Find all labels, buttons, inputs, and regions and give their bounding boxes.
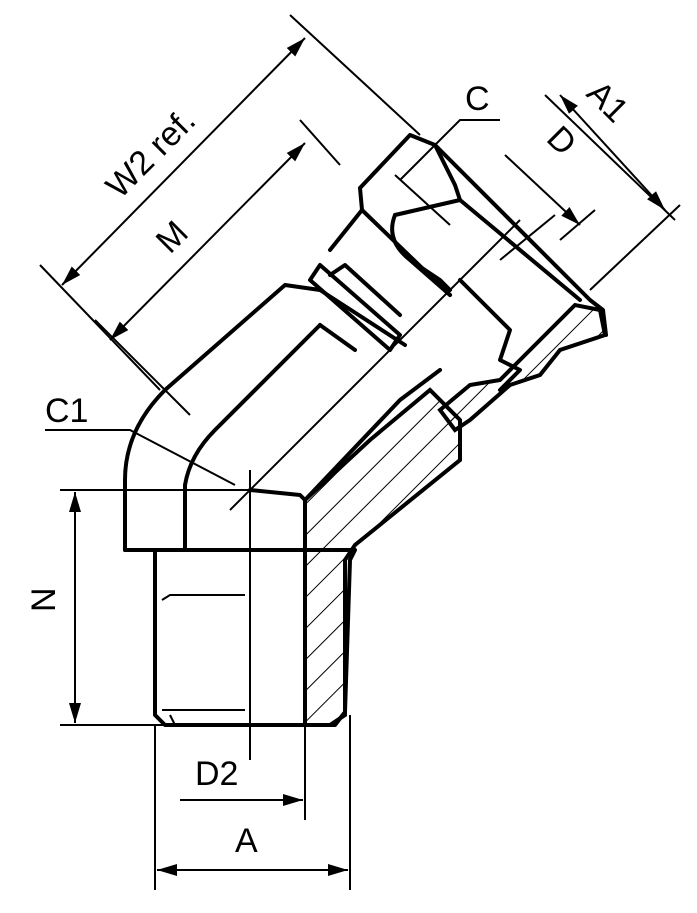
centerlines: [229, 174, 521, 760]
label-d2: D2: [195, 755, 238, 793]
label-a1: A1: [579, 74, 635, 130]
fitting-body: [123, 133, 608, 727]
label-w2-ref: W2 ref.: [99, 101, 203, 205]
label-c: C: [465, 80, 490, 118]
dimension-lines: [39, 14, 681, 890]
label-c1: C1: [45, 392, 88, 430]
label-m: M: [149, 214, 196, 261]
section-hatching: [303, 302, 608, 727]
label-a: A: [235, 822, 258, 860]
label-n: N: [25, 587, 63, 612]
